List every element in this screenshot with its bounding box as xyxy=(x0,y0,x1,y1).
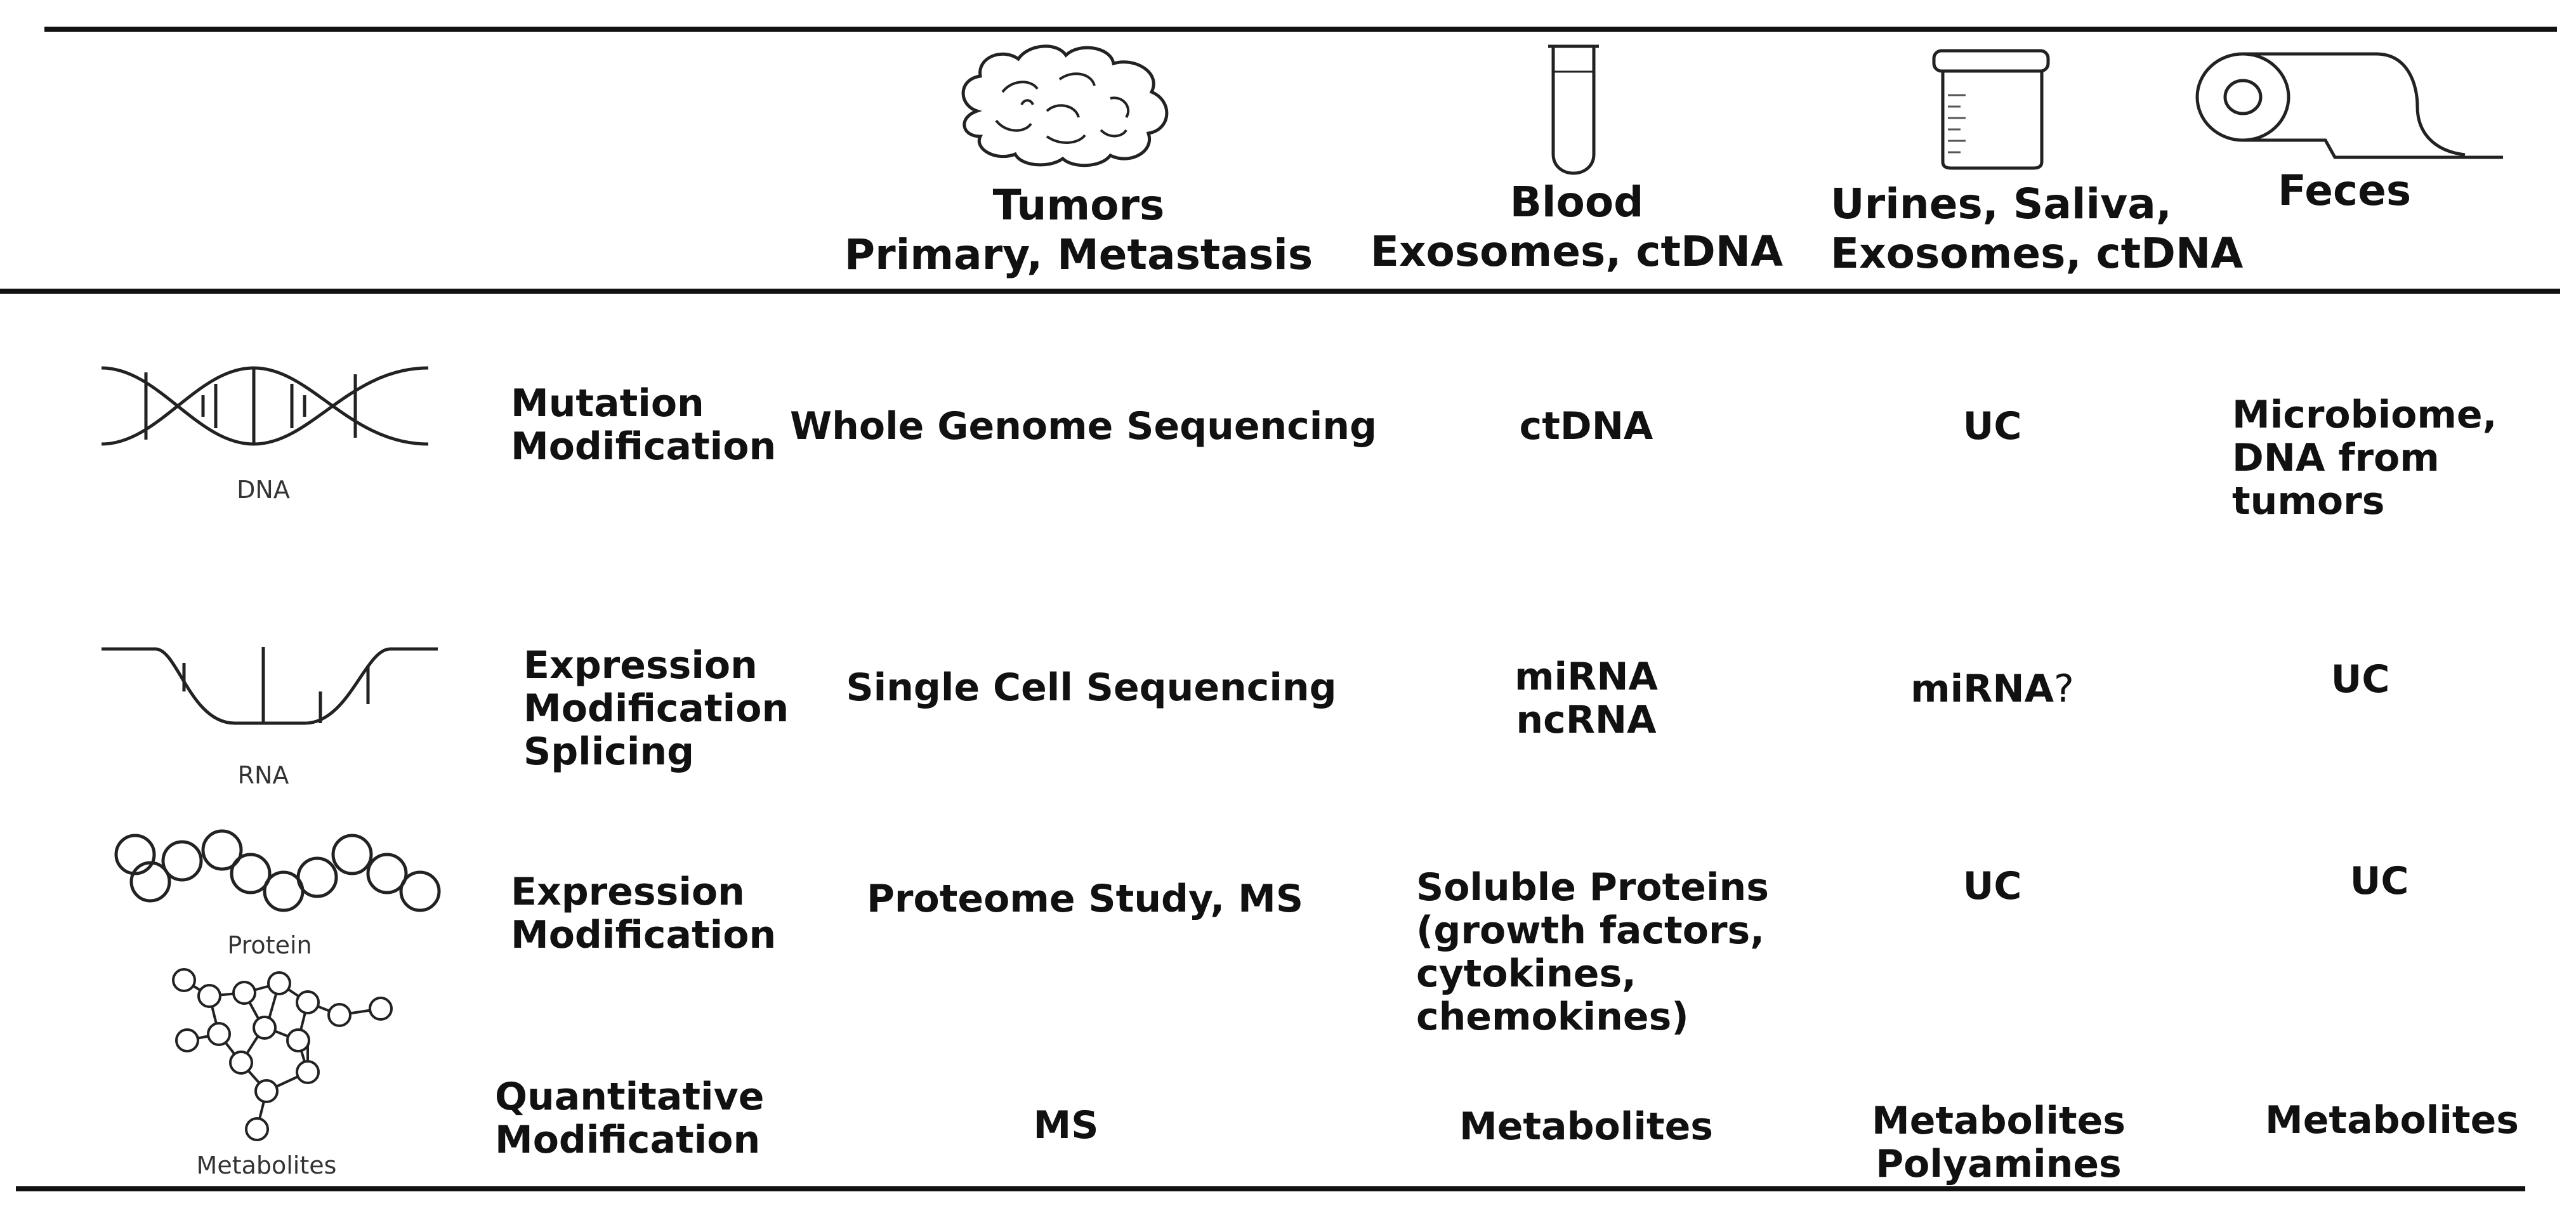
dna-feces-line-2: DNA from xyxy=(2232,436,2440,480)
rna-feature: Expression Modification Splicing xyxy=(523,644,789,773)
protein-blood-cell: Soluble Proteins (growth factors, cytoki… xyxy=(1416,866,1769,1038)
rna-feature-line-1: Expression xyxy=(523,643,758,688)
header-urine-subtitle: Exosomes, ctDNA xyxy=(1830,229,2244,278)
protein-icon xyxy=(114,829,441,912)
protein-label: Protein xyxy=(227,931,312,959)
protein-feature-line-2: Modification xyxy=(511,913,777,957)
header-tumors: Tumors Primary, Metastasis xyxy=(838,181,1320,280)
rna-tumors-cell: Single Cell Sequencing xyxy=(846,665,1337,710)
header-rule xyxy=(0,289,2560,294)
header-urine-title: Urines, Saliva, xyxy=(1830,180,2172,228)
rna-blood-line-2: ncRNA xyxy=(1516,698,1657,742)
dna-urine-cell: UC xyxy=(1962,404,2022,449)
header-feces-title: Feces xyxy=(2277,166,2412,215)
header-blood-subtitle: Exosomes, ctDNA xyxy=(1370,227,1784,276)
header-blood-title: Blood xyxy=(1509,178,1644,226)
header-urine: Urines, Saliva, Exosomes, ctDNA xyxy=(1830,180,2249,278)
metabolites-urine-line-2: Polyamines xyxy=(1876,1142,2122,1186)
dna-feces-line-1: Microbiome, xyxy=(2232,393,2497,437)
dna-feces-cell: Microbiome, DNA from tumors xyxy=(2232,393,2497,523)
header-feces: Feces xyxy=(2259,166,2430,216)
rna-urine-cell: miRNA? xyxy=(1878,667,2106,710)
dna-feature-line-2: Modification xyxy=(511,424,777,469)
protein-blood-line-1: Soluble Proteins xyxy=(1416,865,1769,910)
rna-feature-line-3: Splicing xyxy=(523,730,695,774)
protein-urine-cell: UC xyxy=(1962,864,2022,908)
metabolites-blood-cell: Metabolites xyxy=(1459,1104,1713,1149)
dna-blood-cell: ctDNA xyxy=(1519,404,1653,449)
rna-blood-cell: miRNA ncRNA xyxy=(1428,655,1745,742)
header-blood: Blood Exosomes, ctDNA xyxy=(1364,178,1789,277)
metabolites-feature: Quantitative Modification xyxy=(495,1075,764,1162)
metabolites-feature-line-2: Modification xyxy=(495,1118,761,1162)
metabolites-tumors-cell: MS xyxy=(1033,1103,1099,1148)
metabolites-feature-line-1: Quantitative xyxy=(495,1075,765,1119)
dna-feature: Mutation Modification xyxy=(511,382,776,468)
rna-feature-line-2: Modification xyxy=(523,686,789,731)
toilet-paper-icon xyxy=(2195,52,2503,159)
test-tube-icon xyxy=(1548,44,1599,175)
rna-feces-cell: UC xyxy=(2330,657,2390,702)
top-rule xyxy=(44,27,2557,32)
rna-label: RNA xyxy=(237,761,289,789)
protein-feature-line-1: Expression xyxy=(511,870,745,914)
metabolites-label: Metabolites xyxy=(196,1151,337,1179)
rna-urine-question-mark: ? xyxy=(2054,667,2074,711)
metabolites-feces-cell: Metabolites xyxy=(2265,1098,2519,1143)
dna-feature-line-1: Mutation xyxy=(511,381,704,426)
rna-blood-line-1: miRNA xyxy=(1515,655,1658,699)
tumor-icon xyxy=(961,44,1169,167)
dna-feces-line-3: tumors xyxy=(2232,479,2385,523)
protein-blood-line-3: cytokines, xyxy=(1416,952,1636,996)
bottom-rule xyxy=(16,1186,2525,1191)
rna-urine-text: miRNA xyxy=(1910,667,2054,711)
metabolites-icon xyxy=(172,968,393,1141)
protein-feces-cell: UC xyxy=(2349,859,2409,903)
rna-icon xyxy=(102,647,438,725)
header-tumors-title: Tumors xyxy=(992,181,1165,230)
dna-tumors-cell: Whole Genome Sequencing xyxy=(790,404,1377,449)
protein-blood-line-2: (growth factors, xyxy=(1416,908,1765,953)
dna-icon xyxy=(101,366,429,446)
protein-blood-line-4: chemokines) xyxy=(1416,995,1689,1039)
header-tumors-subtitle: Primary, Metastasis xyxy=(844,230,1313,279)
metabolites-urine-cell: Metabolites Polyamines xyxy=(1840,1099,2157,1186)
metabolites-urine-line-1: Metabolites xyxy=(1872,1099,2126,1143)
protein-tumors-cell: Proteome Study, MS xyxy=(866,877,1304,921)
dna-label: DNA xyxy=(237,476,290,504)
specimen-cup-icon xyxy=(1932,49,2050,170)
protein-feature: Expression Modification xyxy=(511,870,776,957)
